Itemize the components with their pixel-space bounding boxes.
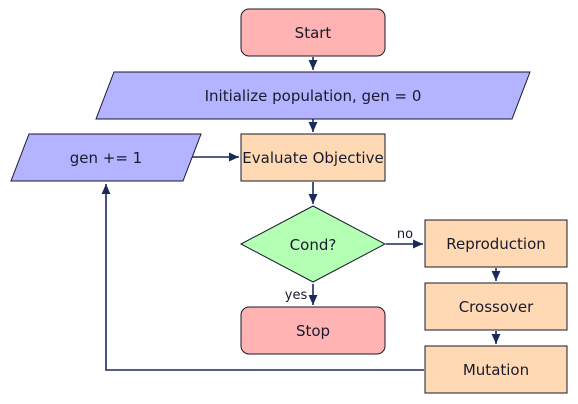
node-evaluate: Evaluate Objective (240, 133, 386, 182)
node-reproduction: Reproduction (424, 219, 568, 268)
node-mutation-shape (424, 345, 568, 394)
node-evaluate-shape (240, 133, 386, 182)
edge-label-no: no (397, 227, 413, 242)
node-gen-inc-shape (10, 133, 202, 182)
edge-label-yes: yes (285, 288, 308, 303)
nodes-group: Start Initialize population, gen = 0 gen… (10, 8, 568, 394)
edge-mutation-to-gen-inc (101, 184, 424, 371)
node-init: Initialize population, gen = 0 (95, 71, 531, 120)
node-init-label: Initialize population, gen = 0 (205, 87, 422, 105)
node-cond: Cond? (239, 205, 387, 283)
node-evaluate-label: Evaluate Objective (242, 149, 383, 167)
node-start-label: Start (295, 24, 332, 42)
node-stop-label: Stop (296, 322, 330, 340)
node-mutation: Mutation (424, 345, 568, 394)
node-mutation-label: Mutation (463, 361, 529, 379)
node-cond-shape (239, 205, 387, 283)
node-crossover: Crossover (424, 282, 568, 331)
node-gen-inc: gen += 1 (10, 133, 202, 182)
node-reproduction-shape (424, 219, 568, 268)
node-gen-inc-label: gen += 1 (70, 149, 142, 167)
node-stop: Stop (240, 306, 386, 355)
edges-group: no yes (101, 57, 501, 371)
node-reproduction-label: Reproduction (446, 235, 546, 253)
node-crossover-label: Crossover (459, 298, 534, 316)
node-init-shape (95, 71, 531, 120)
node-stop-shape (240, 306, 386, 355)
node-start-shape (240, 8, 386, 57)
node-crossover-shape (424, 282, 568, 331)
node-cond-label: Cond? (290, 236, 337, 254)
node-start: Start (240, 8, 386, 57)
